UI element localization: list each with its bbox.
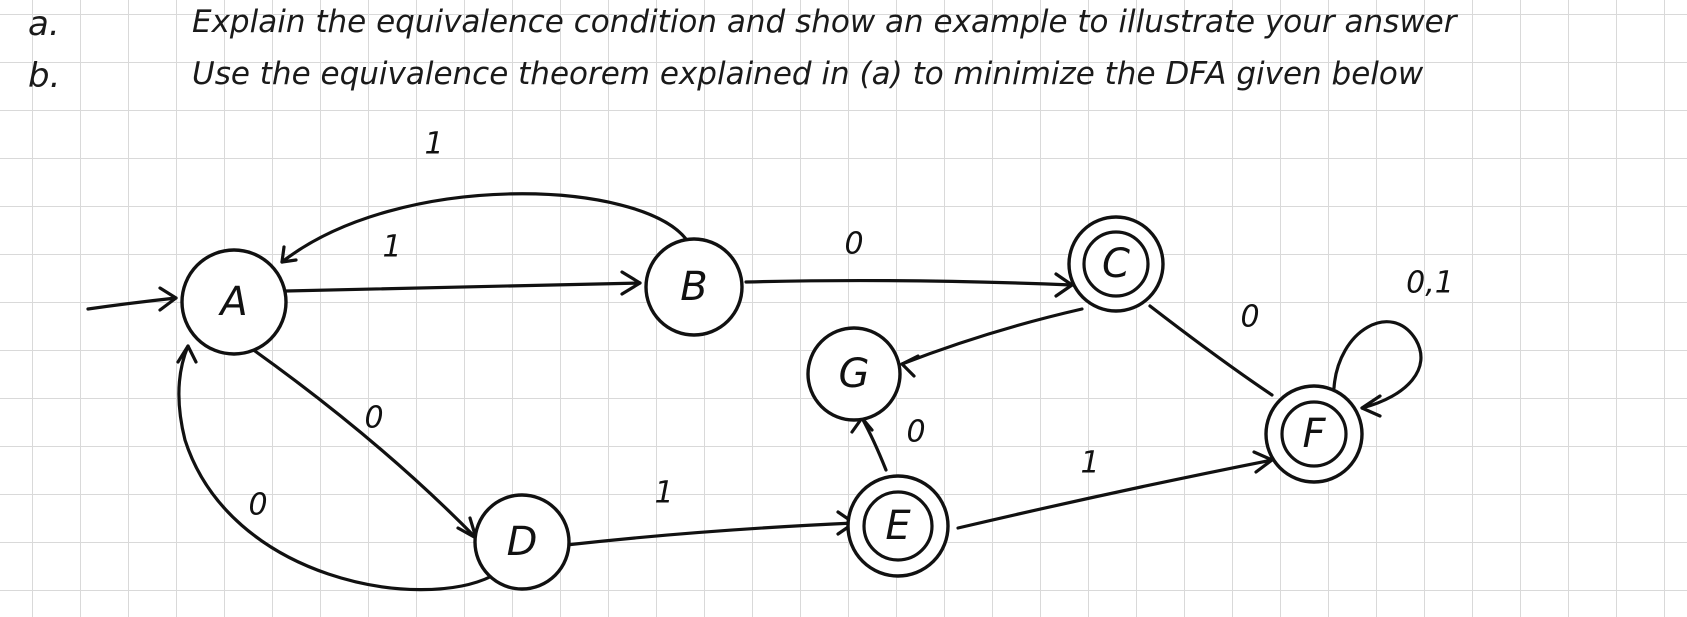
edge-label-F-F: 0,1 [1406,266,1454,301]
start-arrow [86,286,178,312]
edge-label-A-D: 0 [364,401,383,436]
edge-D-A: 0 [176,344,494,592]
state-label-G: G [839,351,870,397]
edge-label-B-A: 1 [424,127,443,162]
edge-label-C-F: 0 [1240,300,1259,335]
state-B: B [644,237,744,337]
edge-label-B-C: 0 [844,227,863,262]
question-a-letter: a. [28,4,60,44]
state-label-B: B [680,264,707,310]
edge-B-C: 0 [744,227,1074,298]
state-label-A: A [217,279,247,325]
question-a: a. Explain the equivalence condition and… [0,4,1687,56]
state-label-D: D [507,519,538,565]
state-A: A [180,248,288,356]
edge-A-B: 1 [284,230,642,296]
edge-D-E: 1 [564,476,856,547]
question-b-letter: b. [28,56,61,96]
question-b-text: Use the equivalence theorem explained in… [192,56,1424,92]
edge-B-A: 1 [280,127,688,264]
edge-label-E-F: 1 [1080,446,1099,481]
state-label-E: E [885,503,911,549]
edge-C-G [900,307,1084,378]
state-G: G [806,326,902,422]
state-F: F [1264,384,1364,484]
edge-label-D-E: 1 [654,476,673,511]
edge-label-A-B: 1 [382,230,401,265]
state-label-C: C [1102,241,1130,287]
edge-F-F: 0,1 [1332,266,1454,418]
edge-label-E-G: 0 [906,415,925,450]
question-b: b. Use the equivalence theorem explained… [0,56,1687,108]
state-E: E [846,474,950,578]
state-D: D [473,493,571,591]
state-label-F: F [1302,411,1326,457]
state-C: C [1067,215,1165,313]
question-a-text: Explain the equivalence condition and sh… [192,4,1457,40]
edge-C-F: 0 [1148,300,1274,397]
edge-E-F: 1 [956,446,1274,530]
edge-A-D: 0 [246,344,478,540]
edge-E-G: 0 [850,415,926,472]
edge-label-D-A: 0 [248,488,267,523]
